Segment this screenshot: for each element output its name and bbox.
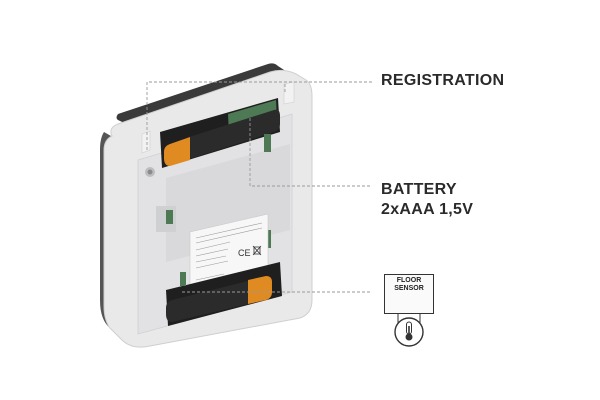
battery-label-line2: 2xAAA 1,5V	[381, 201, 474, 218]
top-tab-left	[141, 130, 151, 154]
battery-leader	[249, 118, 372, 187]
upper-battery-cap	[164, 137, 190, 166]
thermometer-icon	[394, 317, 424, 347]
battery-label-line1: BATTERY	[381, 181, 457, 198]
top-tab-right	[283, 81, 295, 105]
lower-battery-body	[166, 281, 248, 322]
lower-left-clip-green	[180, 272, 186, 286]
screw-hole-inner	[147, 169, 153, 175]
registration-leader	[146, 81, 372, 150]
floor-sensor-label: FLOOR SENSOR	[387, 277, 431, 293]
left-clip-green	[166, 210, 173, 224]
lower-battery-cap	[248, 276, 272, 304]
floor-sensor-line1: FLOOR	[396, 277, 422, 284]
recycle-bin-icon	[252, 245, 262, 256]
label-lines	[195, 222, 263, 281]
floor-sensor-box	[384, 274, 434, 314]
floor-sensor-line2: SENSOR	[394, 285, 424, 292]
battery-label: BATTERY 2xAAA 1,5V	[381, 180, 473, 220]
right-clip-green-top	[264, 134, 271, 152]
upper-battery-body	[186, 109, 280, 160]
ce-mark: CE	[238, 248, 251, 258]
leader-lines	[146, 81, 372, 293]
registration-label: REGISTRATION	[381, 72, 505, 89]
